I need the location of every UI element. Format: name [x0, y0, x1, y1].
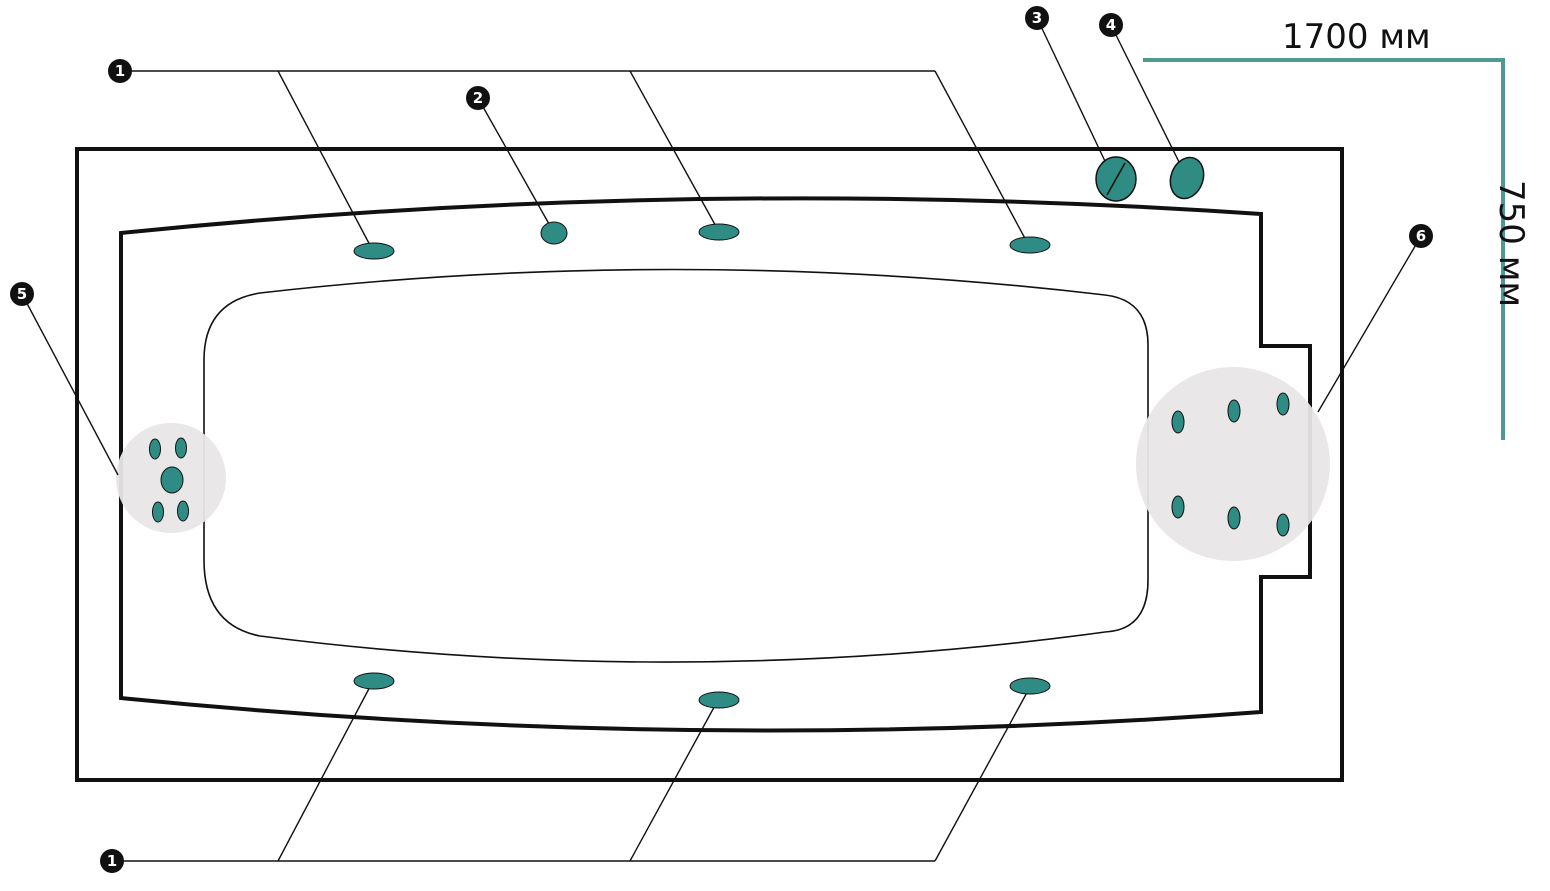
side-jet: [1009, 677, 1051, 695]
foot-jet-large: [160, 466, 184, 494]
back-jet: [1227, 506, 1241, 530]
leader-lines: [21, 17, 1422, 862]
foot-jet: [177, 500, 189, 522]
back-jet: [1171, 410, 1185, 434]
callout-marker: 6: [1409, 224, 1433, 248]
callout-number: 1: [115, 62, 125, 80]
callout-number: 1: [107, 852, 117, 870]
tub-basin: [203, 268, 1149, 663]
foot-jet: [149, 438, 161, 460]
side-jet: [353, 242, 395, 260]
back-jet: [1276, 392, 1290, 416]
callout-number: 3: [1032, 9, 1042, 27]
callout-marker: 5: [10, 282, 34, 306]
dimension-line: [1143, 58, 1505, 440]
callout-number: 2: [473, 89, 483, 107]
air-button: [1169, 156, 1205, 200]
control-knob: [1095, 156, 1137, 202]
small-jet: [540, 221, 568, 245]
tub-outer-rim: [75, 147, 1344, 782]
callout-marker: 2: [466, 86, 490, 110]
callout-number: 5: [17, 285, 27, 303]
tub-inner-ledge: [119, 196, 1312, 733]
back-jet: [1171, 495, 1185, 519]
foot-jets: [149, 437, 189, 523]
foot-jet: [152, 501, 164, 523]
back-jet: [1227, 399, 1241, 423]
foot-jet: [175, 437, 187, 459]
side-jets: [353, 223, 1051, 709]
back-jet: [1276, 513, 1290, 537]
callout-marker: 1: [100, 849, 124, 873]
callout-marker: 3: [1025, 6, 1049, 30]
side-jet: [698, 223, 740, 241]
callout-marker: 1: [108, 59, 132, 83]
back-jets: [1171, 392, 1290, 537]
side-jet: [353, 672, 395, 690]
width-dimension-label: 750 мм: [1491, 180, 1531, 308]
callout-number: 6: [1416, 227, 1426, 245]
back-massage-zone: [1136, 367, 1330, 561]
callout-number: 4: [1106, 16, 1116, 34]
callout-marker: 4: [1099, 13, 1123, 37]
side-jet: [698, 691, 740, 709]
length-dimension-label: 1700 мм: [1282, 17, 1431, 57]
side-jet: [1009, 236, 1051, 254]
